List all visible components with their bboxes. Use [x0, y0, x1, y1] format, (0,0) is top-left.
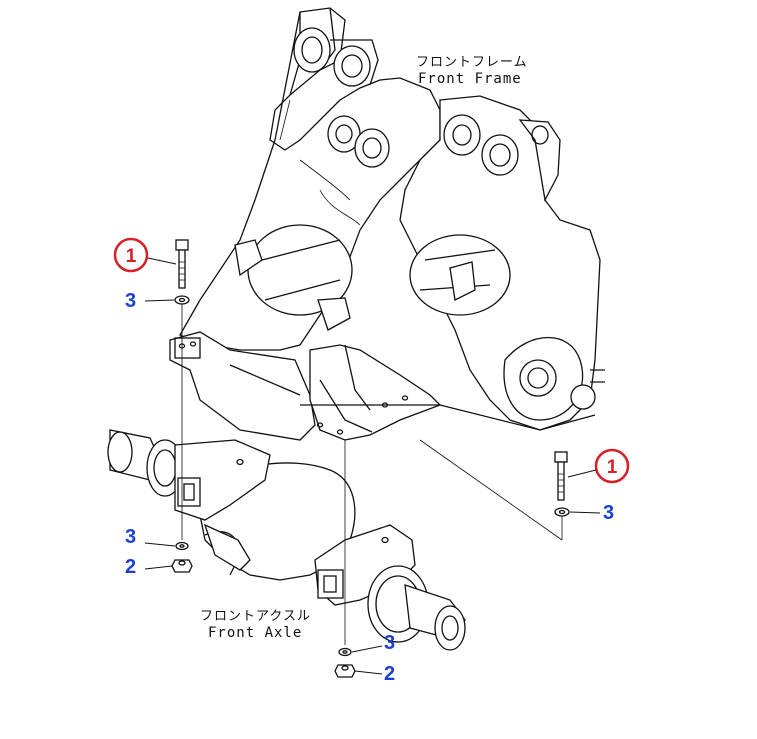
callout-washer-lower-center[interactable]: 3: [351, 632, 395, 654]
nut-left: [171, 559, 193, 573]
callout-bolt-left-number: 1: [126, 246, 137, 267]
callout-nut-center[interactable]: 2: [354, 663, 395, 685]
front-axle-label-en: Front Axle: [208, 625, 302, 641]
bolt-left: [175, 239, 189, 289]
bolt-right: [554, 451, 568, 501]
front-frame-label-en: Front Frame: [418, 71, 522, 87]
callout-washer-lower-left-number: 3: [125, 526, 136, 548]
callout-washer-lower-center-number: 3: [384, 632, 395, 654]
washer-upper-right: [554, 507, 570, 517]
callout-nut-center-number: 2: [384, 663, 395, 685]
callout-nut-left-number: 2: [125, 556, 136, 578]
washer-lower-center: [338, 647, 352, 657]
nut-center: [334, 664, 356, 678]
callout-washer-upper-left[interactable]: 3: [125, 290, 175, 312]
front-frame-label-jp: フロントフレーム: [416, 55, 528, 70]
callout-bolt-right[interactable]: 1: [567, 448, 630, 484]
callout-washer-upper-right-number: 3: [603, 502, 614, 524]
washer-upper-left: [174, 295, 190, 305]
front-axle-drawing: [107, 429, 466, 651]
callout-nut-left[interactable]: 2: [125, 556, 173, 578]
callout-washer-upper-right[interactable]: 3: [569, 502, 614, 524]
callout-bolt-left[interactable]: 1: [113, 237, 177, 273]
front-axle-label-jp: フロントアクスル: [200, 609, 311, 624]
washer-lower-left: [175, 541, 189, 551]
front-frame-drawing: [169, 7, 605, 441]
callout-washer-upper-left-number: 3: [125, 290, 136, 312]
callout-bolt-right-number: 1: [607, 457, 618, 478]
callout-washer-lower-left[interactable]: 3: [125, 526, 176, 548]
